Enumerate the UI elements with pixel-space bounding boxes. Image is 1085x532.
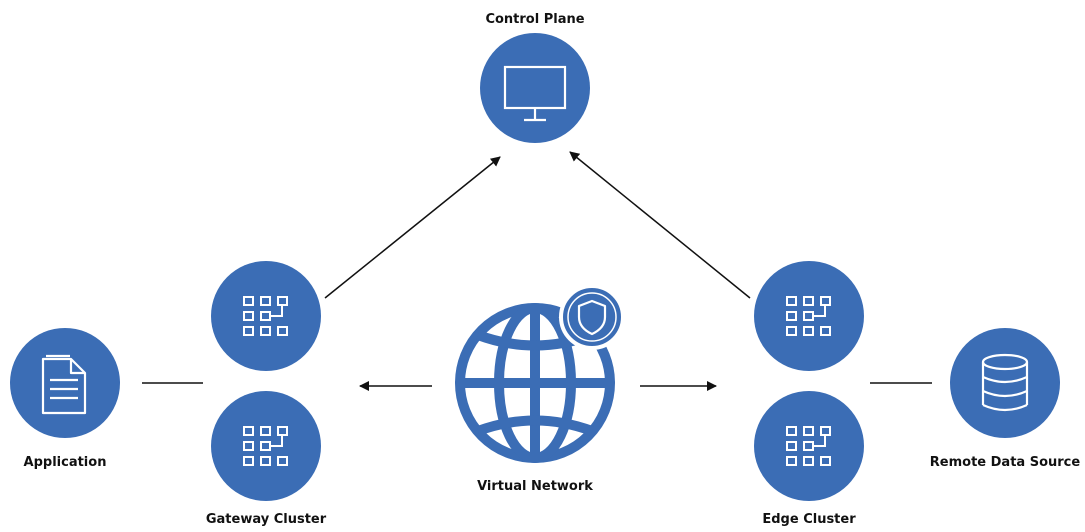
edge-gateway-to-control-plane xyxy=(324,156,501,299)
remote-data-source-node[interactable] xyxy=(950,328,1060,438)
edge-cluster-node-bottom[interactable] xyxy=(754,391,864,501)
edge-cluster-node-top[interactable] xyxy=(754,261,864,371)
edge-edge-to-control-plane xyxy=(569,151,751,299)
virtual-network-node[interactable] xyxy=(455,284,625,463)
gateway-cluster-node-top[interactable] xyxy=(211,261,321,371)
control-plane-node[interactable] xyxy=(480,33,590,143)
edge-cluster-label: Edge Cluster xyxy=(762,512,856,527)
gateway-cluster-node-bottom[interactable] xyxy=(211,391,321,501)
monitor-icon xyxy=(503,65,567,122)
gateway-cluster-label: Gateway Cluster xyxy=(206,512,327,527)
control-plane-label: Control Plane xyxy=(485,12,584,27)
remote-data-source-label: Remote Data Source xyxy=(930,455,1081,470)
database-icon xyxy=(981,353,1029,412)
shield-badge xyxy=(559,284,625,350)
virtual-network-label: Virtual Network xyxy=(477,479,593,494)
application-node[interactable] xyxy=(10,328,120,438)
application-label: Application xyxy=(24,455,107,470)
document-icon xyxy=(41,354,87,415)
globe-icon xyxy=(455,303,615,463)
shield-icon xyxy=(577,299,607,336)
